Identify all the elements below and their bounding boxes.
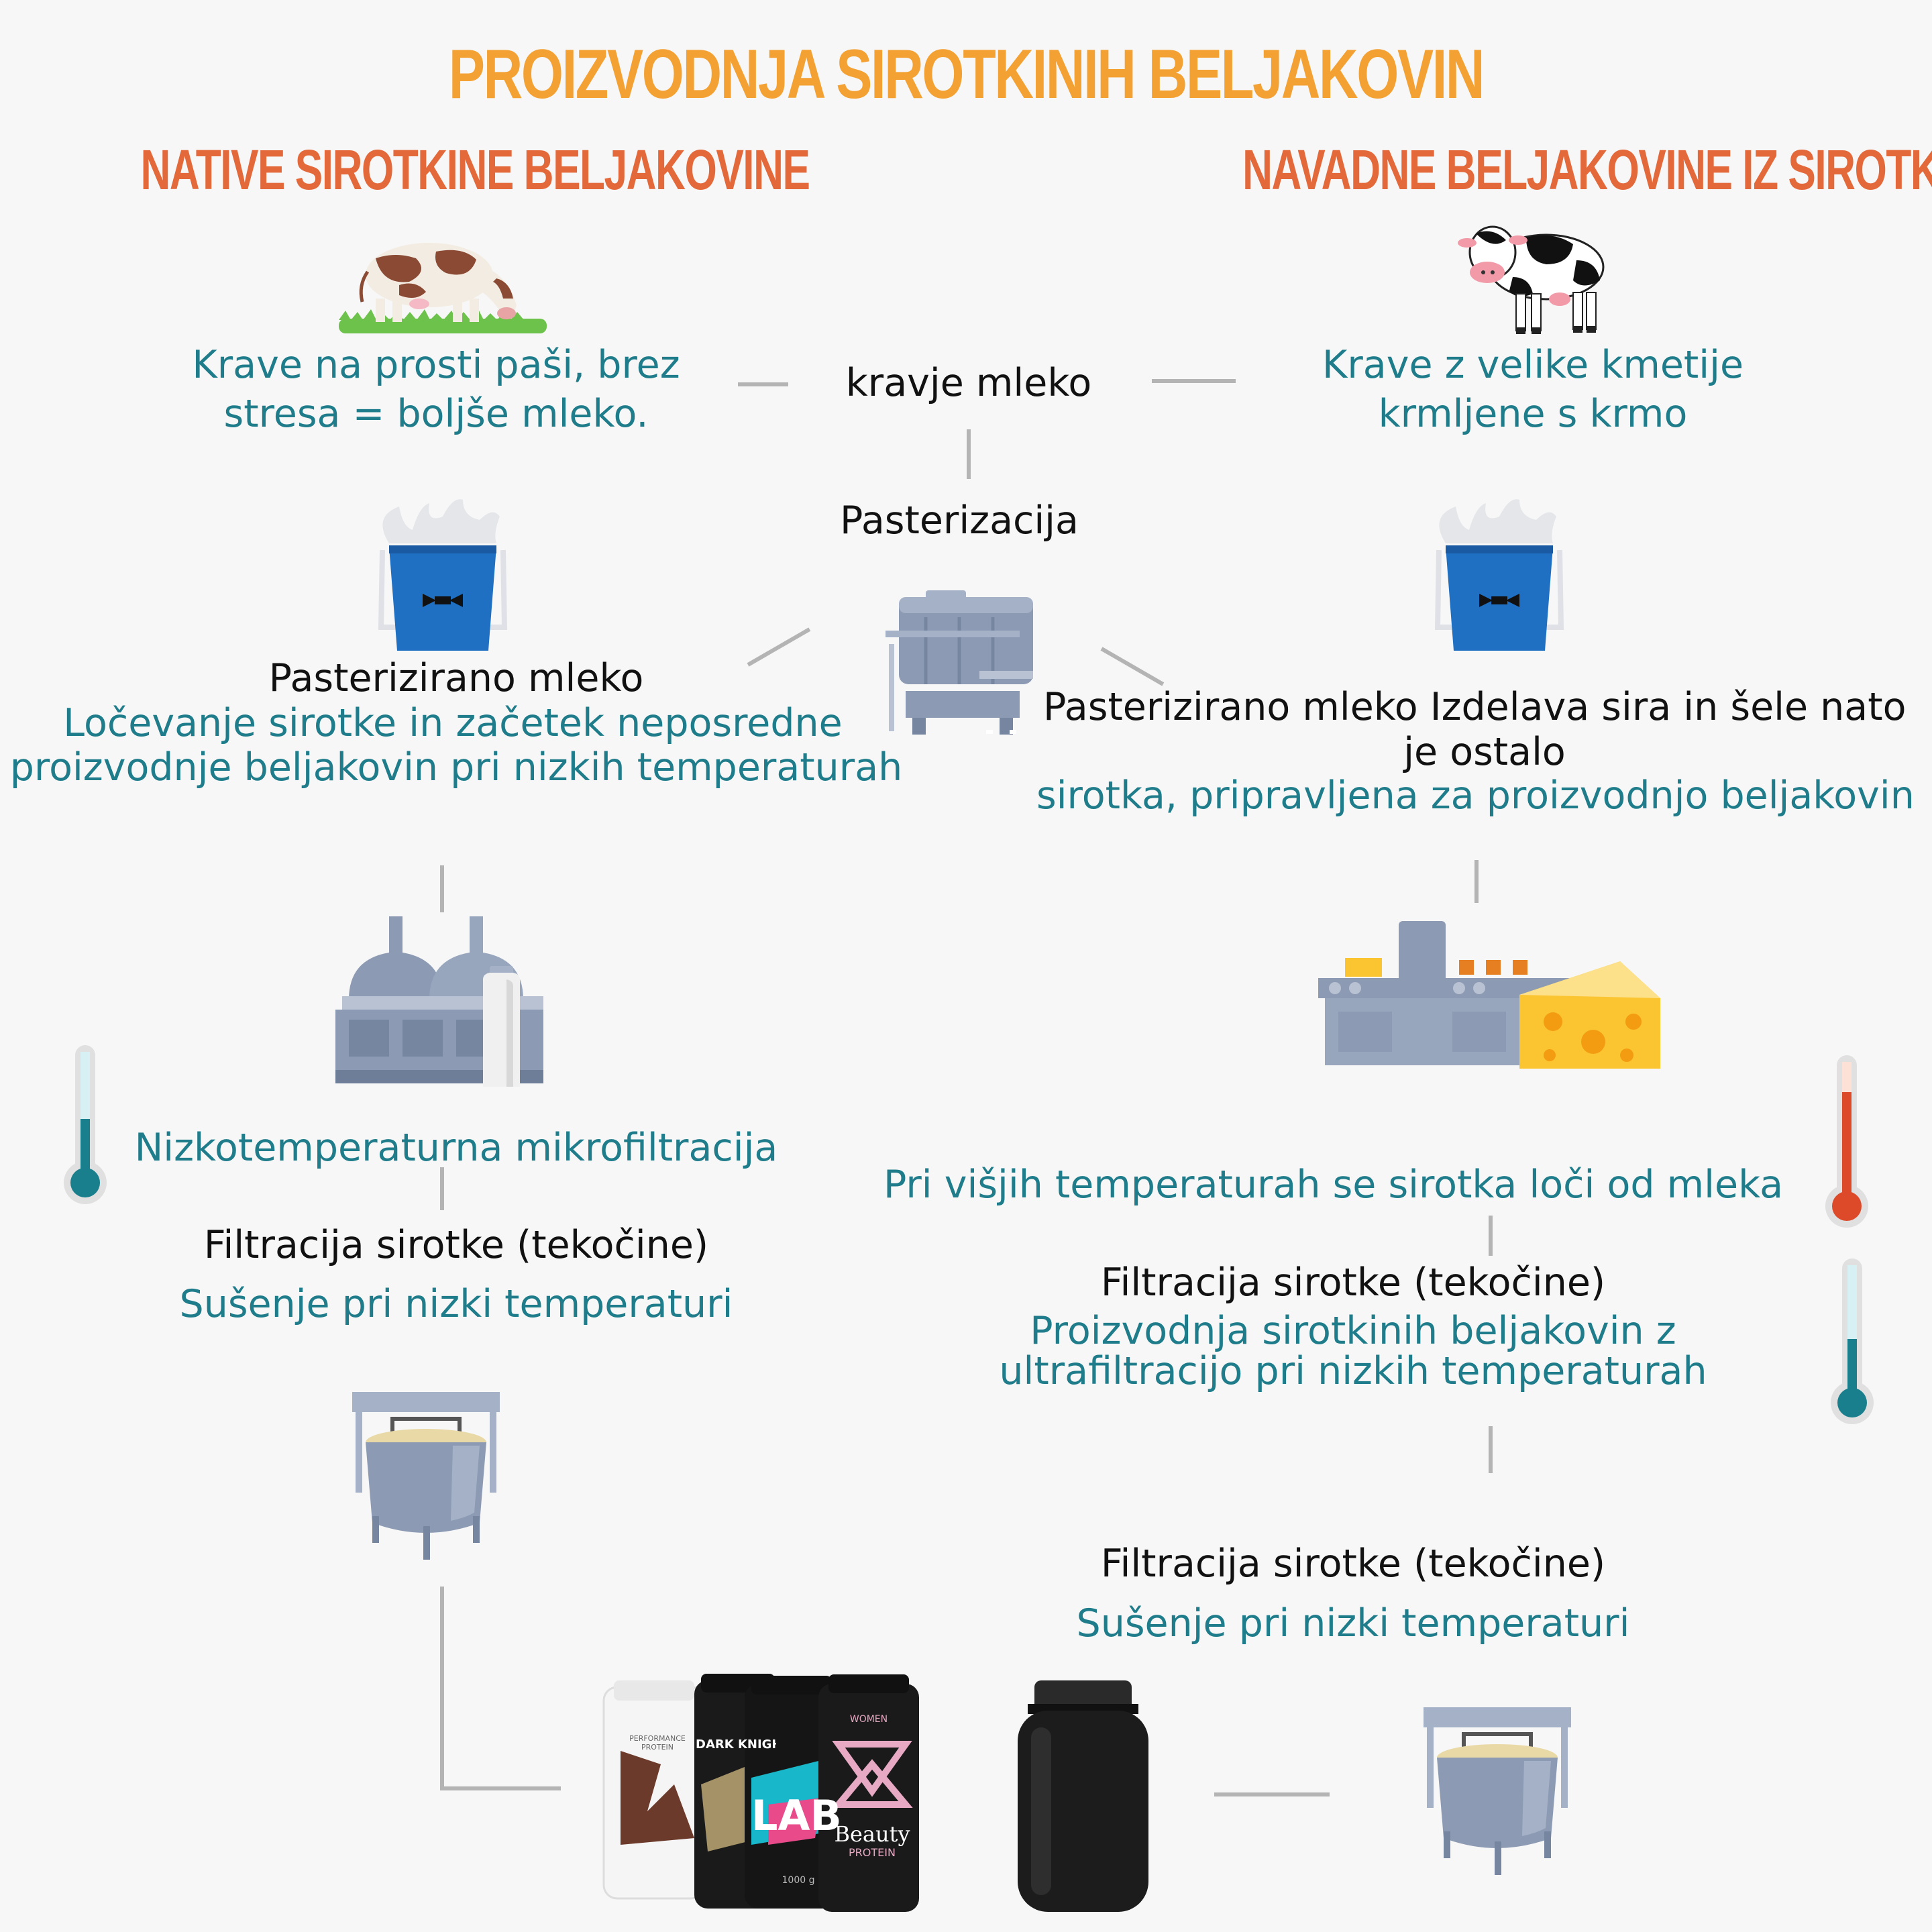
drying-vat-icon xyxy=(352,1392,500,1560)
jar3-label: LAB xyxy=(751,1791,842,1840)
cow-grazing-icon xyxy=(339,243,547,333)
right-filtration-2: Filtracija sirotke (tekočine) xyxy=(1100,1542,1606,1586)
connector-line xyxy=(1489,1426,1493,1473)
connector-line xyxy=(738,382,788,386)
right-cows-text-line2: krmljene s krmo xyxy=(1378,392,1688,436)
connector-line xyxy=(440,1167,444,1210)
left-microfiltration: Nizkotemperaturna mikrofiltracija xyxy=(134,1126,778,1170)
thermometer-cold-icon xyxy=(1831,1258,1874,1424)
jar1-label: PERFORMANCE PROTEIN xyxy=(629,1734,686,1752)
plain-jar-icon xyxy=(1018,1680,1148,1912)
milk-bucket-icon xyxy=(1434,499,1564,651)
jar4-line2: PROTEIN xyxy=(849,1846,896,1859)
dairy-plant-icon xyxy=(335,916,543,1087)
connector-line xyxy=(967,429,971,479)
left-heading: NATIVE SIROTKINE BELJAKOVINE xyxy=(140,138,810,201)
left-separation-line1: Ločevanje sirotke in začetek neposredne xyxy=(63,701,843,745)
jar2-label: DARK KNIGHT xyxy=(696,1737,776,1752)
connector-line xyxy=(1214,1792,1330,1796)
connector-line xyxy=(440,1587,444,1790)
connector-line xyxy=(1152,379,1236,383)
milk-bucket-icon xyxy=(378,499,508,651)
right-filtration-1: Filtracija sirotke (tekočine) xyxy=(1100,1260,1606,1305)
connector-line xyxy=(1474,860,1479,903)
left-separation-line2: proizvodnje beljakovin pri nizkih temper… xyxy=(9,745,903,790)
right-ultra-line1: Proizvodnja sirotkinih beljakovin z xyxy=(1030,1309,1676,1353)
jar-weight: 1000 g xyxy=(782,1875,815,1886)
left-filtration: Filtracija sirotke (tekočine) xyxy=(203,1223,709,1267)
connector-line xyxy=(440,865,444,912)
drying-vat-icon xyxy=(1424,1707,1571,1875)
pasteurizer-icon xyxy=(885,590,1033,735)
thermometer-cold-icon xyxy=(64,1045,107,1204)
right-high-temp: Pri višjih temperaturah se sirotka loči … xyxy=(883,1163,1784,1207)
thermometer-hot-icon xyxy=(1825,1055,1868,1228)
connector-line xyxy=(1489,1216,1493,1256)
right-ultra-line2: ultrafiltracijo pri nizkih temperaturah xyxy=(999,1349,1707,1393)
left-cows-text-line1: Krave na prosti paši, brez xyxy=(192,343,680,387)
protein-jars-icon: PERFORMANCE PROTEIN DARK KNIGHT LAB WOME… xyxy=(600,1670,969,1919)
left-cows-text-line2: stresa = boljše mleko. xyxy=(223,392,649,436)
cow-standing-icon xyxy=(1458,225,1605,334)
connector-line xyxy=(1100,647,1165,686)
right-cows-text-line1: Krave z velike kmetije xyxy=(1322,343,1744,387)
right-whey-ready: sirotka, pripravljena za proizvodnjo bel… xyxy=(1036,773,1915,818)
left-drying: Sušenje pri nizki temperaturi xyxy=(179,1282,733,1326)
jar4-line1: Beauty xyxy=(834,1821,910,1847)
right-cheese-line1: Pasterizirano mleko Izdelava sira in šel… xyxy=(1043,685,1907,729)
jar4-brand: WOMEN xyxy=(849,1714,888,1725)
page-title: PROIZVODNJA SIROTKINIH BELJAKOVIN xyxy=(448,36,1485,113)
left-pasteurized-milk-label: Pasterizirano mleko xyxy=(268,656,644,700)
right-heading: NAVADNE BELJAKOVINE IZ SIROTKE xyxy=(1242,138,1932,201)
cheese-factory-icon xyxy=(1318,921,1660,1069)
connector-line xyxy=(440,1786,561,1790)
right-cheese-line2: je ostalo xyxy=(1403,730,1566,774)
right-drying: Sušenje pri nizki temperaturi xyxy=(1076,1601,1630,1646)
milk-label: kravje mleko xyxy=(845,361,1092,405)
pasteurization-label: Pasterizacija xyxy=(840,498,1079,543)
